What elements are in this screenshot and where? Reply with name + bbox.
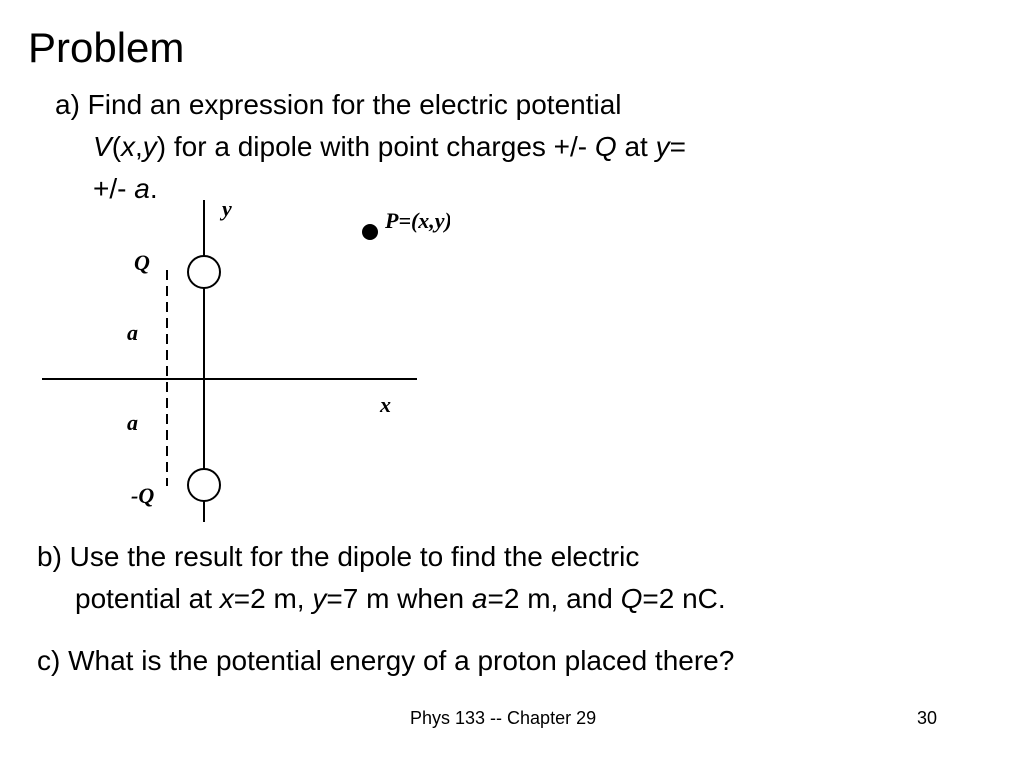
part-a-line-1: a) Find an expression for the electric p… [55,89,622,120]
text-run: , [135,131,143,162]
positive-charge [187,255,221,289]
dipole-diagram: y P=(x,y) Q a x a -Q [42,196,450,522]
text-run: =2 m, and [487,583,621,614]
text-run: =2 nC. [642,583,726,614]
slide-title: Problem [28,24,185,71]
part-a-line-3: +/- a. [55,168,686,210]
text-run: ) for a dipole with point charges +/- [156,131,595,162]
part-c-line-1: c) What is the potential energy of a pro… [37,645,735,676]
italic-variable: Q [620,583,643,614]
point-p-label: P=(x,y) [384,208,450,233]
text-run: =7 m when [326,583,472,614]
page-number: 30 [917,708,938,728]
text-run: = [669,131,686,162]
part-a-line-2: V(x,y) for a dipole with point charges +… [55,126,686,168]
italic-variable: a [471,583,488,614]
lower-distance-label: a [127,410,138,435]
y-axis-label: y [219,196,232,221]
text-run: potential at [75,583,220,614]
italic-variable: x [219,583,234,614]
italic-variable: y [312,583,327,614]
part-c-question: c) What is the potential energy of a pro… [37,640,734,682]
footer-course-label: Phys 133 -- Chapter 29 [410,708,597,728]
negative-charge [187,468,221,502]
upper-distance-label: a [127,320,138,345]
top-charge-label: Q [134,250,150,275]
text-run: =2 m, [233,583,313,614]
italic-variable: x [121,131,136,162]
italic-variable: y [142,131,157,162]
x-axis-label: x [379,392,391,417]
part-b-line-1: b) Use the result for the dipole to find… [37,541,640,572]
point-p-marker [362,224,378,240]
part-a-question: a) Find an expression for the electric p… [55,84,686,210]
text-run: ( [111,131,122,162]
italic-variable: Q [594,131,617,162]
text-run: at [616,131,656,162]
part-b-line-2: potential at x=2 m, y=7 m when a=2 m, an… [37,578,726,620]
italic-variable: a [134,173,150,204]
italic-variable: V [93,131,112,162]
part-b-question: b) Use the result for the dipole to find… [37,536,726,620]
text-run: +/- [93,173,135,204]
text-run: . [149,173,158,204]
bottom-charge-label: -Q [131,483,154,508]
italic-variable: y [655,131,670,162]
